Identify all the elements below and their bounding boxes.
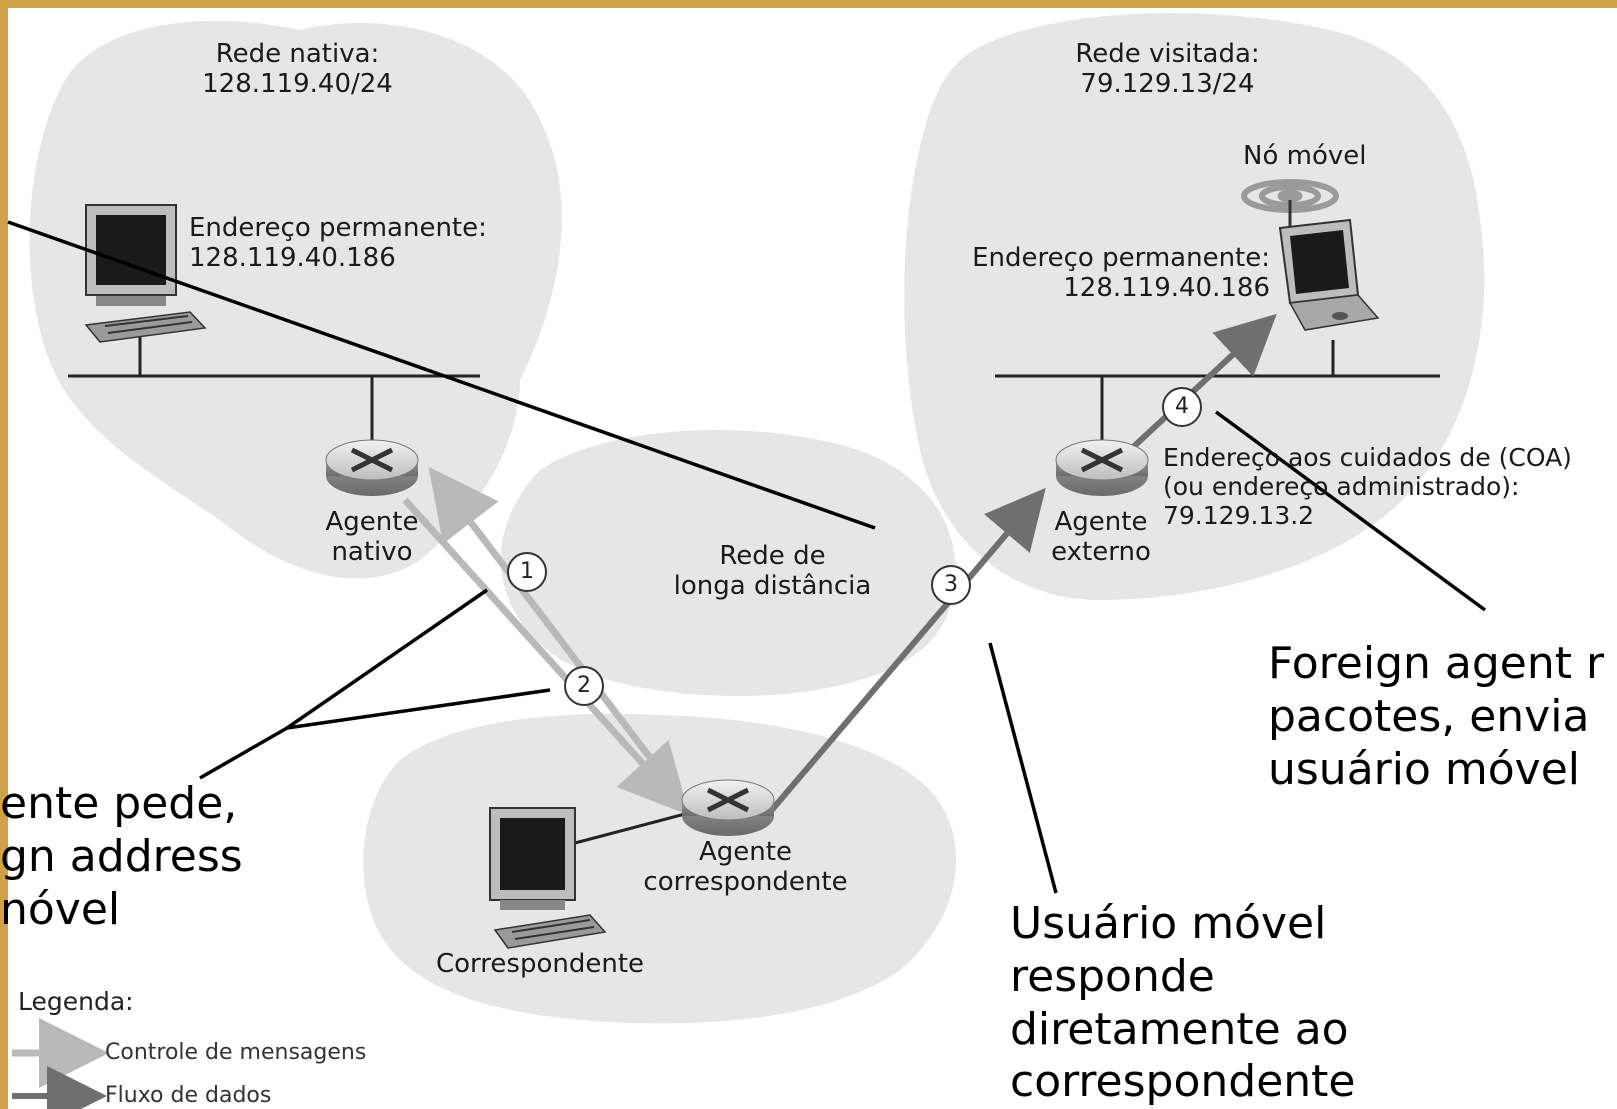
home-network-prefix: 128.119.40/24 <box>202 68 393 99</box>
mobile-node-addr: 128.119.40.186 <box>1063 272 1270 303</box>
wan-label: Rede de longa distância <box>650 541 895 602</box>
mobile-laptop-icon <box>1278 218 1380 331</box>
wan-blob <box>500 430 956 697</box>
home-network-label: Rede nativa: 128.119.40/24 <box>190 39 405 100</box>
home-agent-line2: nativo <box>331 536 413 567</box>
wireless-signal-icon <box>1241 179 1339 226</box>
top-border <box>0 0 1617 8</box>
home-agent-label: Agente nativo <box>310 507 434 568</box>
home-lan <box>68 330 480 448</box>
coa-line1: Endereço aos cuidados de (COA) <box>1163 443 1572 472</box>
step-2-arrow <box>402 497 690 816</box>
correspondent-computer-icon <box>489 807 607 949</box>
foreign-agent-note-line2: pacotes, envia <box>1268 690 1590 742</box>
visited-network-blob <box>904 13 1485 600</box>
home-agent-router-icon <box>325 439 419 496</box>
step-1-marker: 1 <box>507 552 547 592</box>
annotation-lines <box>7 220 1487 894</box>
step-2-marker: 2 <box>564 666 604 706</box>
correspondent-agent-line1: Agente <box>699 837 792 867</box>
coa-line3: 79.129.13.2 <box>1163 500 1315 530</box>
mobile-node-addr-label: Endereço permanente: <box>972 243 1270 273</box>
foreign-agent-line2: externo <box>1051 536 1151 567</box>
foreign-agent-note-line1: Foreign agent r <box>1268 638 1605 689</box>
legend-data-label: Fluxo de dados <box>105 1083 272 1108</box>
coa-label: Endereço aos cuidados de (COA) (ou ender… <box>1163 443 1572 530</box>
left-note-line1: ente pede, <box>0 778 238 829</box>
mobile-reply-note-line1: Usuário móvel <box>1010 898 1327 949</box>
left-note-line2: gn address <box>0 830 243 882</box>
mobile-reply-note-line4: correspondente <box>1010 1056 1356 1108</box>
step-4-marker: 4 <box>1162 387 1202 427</box>
step-4-arrow <box>1127 313 1277 453</box>
left-note-line3: nóvel <box>0 883 121 935</box>
home-host-addr: 128.119.40.186 <box>189 242 396 273</box>
legend-control-label: Controle de mensagens <box>105 1040 367 1065</box>
foreign-agent-label: Agente externo <box>1042 507 1160 568</box>
visited-network-prefix: 79.129.13/24 <box>1080 68 1255 99</box>
mobile-node-address: Endereço permanente: 128.119.40.186 <box>962 243 1270 304</box>
step-3-arrow <box>762 487 1046 820</box>
wan-label-line2: longa distância <box>673 570 872 601</box>
legend-title: Legenda: <box>18 987 134 1016</box>
foreign-agent-note: Foreign agent r pacotes, envia usuário m… <box>1268 638 1604 796</box>
home-host-addr-label: Endereço permanente: <box>189 213 487 243</box>
correspondent-agent-label: Agente correspondente <box>633 837 858 898</box>
foreign-agent-line1: Agente <box>1054 507 1148 537</box>
foreign-agent-note-line3: usuário móvel <box>1268 743 1580 795</box>
foreign-agent-router-icon <box>1055 439 1149 496</box>
correspondent-label: Correspondente <box>436 949 645 979</box>
step-3-marker: 3 <box>931 565 971 605</box>
mobile-reply-note-line2: responde <box>1010 950 1215 1002</box>
visited-network-label: Rede visitada: 79.129.13/24 <box>1060 39 1275 100</box>
mobile-reply-note-line3: diretamente ao <box>1010 1003 1349 1055</box>
home-network-blob <box>29 20 562 579</box>
wan-label-line1: Rede de <box>719 541 826 571</box>
mobile-node-label: Nó móvel <box>1243 141 1367 171</box>
coa-line2: (ou endereço administrado): <box>1163 471 1520 501</box>
mobile-reply-note: Usuário móvel responde diretamente ao co… <box>1010 898 1356 1109</box>
left-note: ente pede, gn address nóvel <box>0 778 243 936</box>
left-border <box>0 0 8 1109</box>
home-network-title: Rede nativa: <box>215 39 380 69</box>
correspondent-agent-line2: correspondente <box>643 866 848 897</box>
correspondent-agent-router-icon <box>681 779 775 836</box>
correspondent-link <box>574 808 701 845</box>
home-host-address: Endereço permanente: 128.119.40.186 <box>189 213 487 274</box>
home-agent-line1: Agente <box>325 507 419 537</box>
visited-network-title: Rede visitada: <box>1075 39 1260 69</box>
